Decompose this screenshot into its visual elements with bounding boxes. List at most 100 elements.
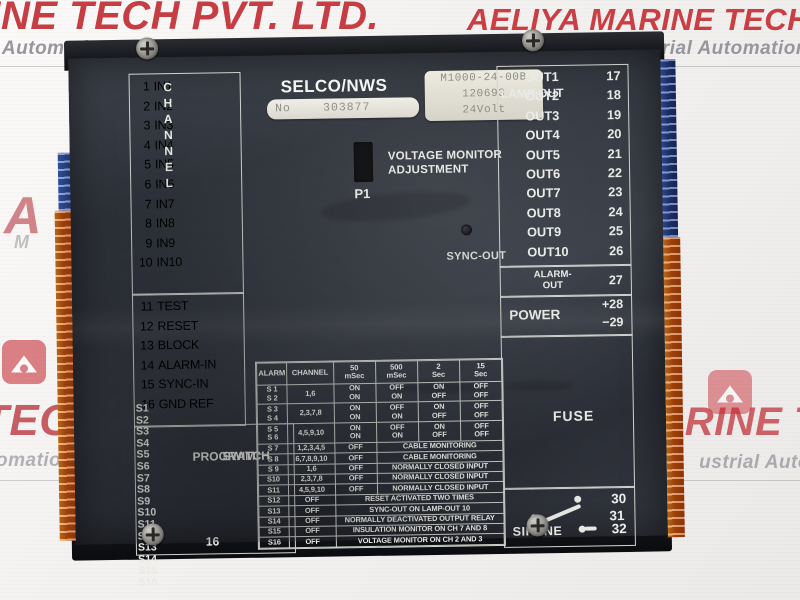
- fuse-label: FUSE: [552, 407, 595, 425]
- output-label: OUT9: [526, 224, 562, 240]
- terminal-label: RESET: [157, 318, 199, 333]
- output-label: OUT10: [527, 243, 569, 260]
- power-positive-terminal: +28: [601, 296, 624, 312]
- row-state: OFF: [288, 505, 336, 517]
- output-terminal: 17: [606, 68, 621, 84]
- terminal-number: 14: [140, 358, 155, 373]
- row-channels: 1,2,3,4,5: [287, 442, 335, 454]
- sync-out-label: SYNC-OUT: [446, 249, 507, 263]
- terminal-label: TEST: [157, 298, 189, 314]
- row-switch: S14: [258, 516, 290, 528]
- terminal-label: IN7: [155, 196, 175, 211]
- relay-stub-icon: [584, 526, 597, 531]
- watermark-top-right-sub: ustrial Automation: [631, 38, 800, 59]
- terminal-number: 7: [144, 196, 152, 212]
- state-b: OFF: [432, 430, 447, 440]
- fuse-panel: FUSE: [500, 333, 636, 490]
- output-terminal: 24: [608, 203, 623, 220]
- header-50msec: 50 mSec: [333, 361, 376, 384]
- output-label: OUT7: [526, 185, 561, 201]
- terminal-number: 8: [144, 216, 152, 231]
- company-logo-icon: [708, 370, 752, 414]
- alarm-out-line-2: OUT: [542, 279, 564, 292]
- row-state: OFF: [334, 452, 377, 464]
- row-switch: S10: [258, 474, 289, 486]
- output-terminal: 23: [608, 184, 623, 200]
- state-b: OFF: [473, 390, 489, 400]
- output-row: OUT7 23: [526, 182, 626, 203]
- sync-out-hole-icon: [460, 224, 473, 236]
- terminal-number: 11: [140, 299, 154, 314]
- alarm-out-label: ALARM- OUT: [523, 269, 583, 292]
- surface-scuff: [319, 187, 472, 226]
- state-b: ON: [349, 431, 361, 441]
- output-label: OUT5: [525, 146, 561, 163]
- output-terminal: 18: [606, 87, 621, 103]
- row-switches: S 5 S 6: [257, 423, 288, 445]
- power-label: POWER: [509, 306, 561, 323]
- row-state: OFF: [289, 515, 336, 527]
- row-switch: S11: [258, 485, 289, 497]
- terminal-number: 3: [143, 118, 151, 133]
- state-b: OFF: [474, 429, 489, 439]
- alarm-out-panel: ALARM- OUT 27: [499, 263, 633, 298]
- switch-b: S 2: [266, 393, 278, 403]
- row-switches: S 1 S 2: [256, 384, 288, 405]
- row-switch: S13: [258, 505, 290, 517]
- output-terminal: 26: [608, 242, 624, 258]
- header-channel: CHANNEL: [286, 362, 334, 385]
- sirene-terminal-30: 30: [611, 490, 627, 507]
- trimmer-p1-slot[interactable]: [353, 141, 374, 183]
- relay-contact-dot-icon: [574, 495, 582, 503]
- row-channels: 4,5,9,10: [287, 423, 335, 444]
- sirene-panel: SIRENE 30 31 32: [503, 485, 636, 548]
- switch-label: S6: [136, 460, 150, 473]
- state-b: ON: [349, 411, 361, 421]
- output-label: OUT8: [526, 204, 561, 221]
- row-state: OFF: [334, 442, 377, 454]
- output-row: OUT5 21: [526, 144, 626, 165]
- terminal-number: 9: [145, 236, 153, 251]
- header-50msec-unit: mSec: [344, 371, 365, 381]
- terminal-number: 15: [140, 377, 155, 392]
- header-15sec-unit: Sec: [473, 369, 488, 379]
- state-b: ON: [391, 430, 403, 441]
- output-terminal: 25: [608, 223, 624, 239]
- switch-b: S 6: [267, 432, 279, 442]
- output-label: OUT2: [524, 88, 560, 104]
- row-channels: 1,6: [287, 383, 334, 405]
- row-state: OFF: [289, 536, 337, 548]
- serial-number-prefix: No: [274, 102, 291, 116]
- terminal-label: ALARM-IN: [157, 357, 217, 373]
- row-switch: S 8: [257, 453, 289, 465]
- header-2sec: 2 Sec: [417, 360, 460, 383]
- serial-number-value: 303877: [322, 100, 371, 115]
- row-state: OFF: [289, 526, 336, 538]
- watermark-top-right: AELIYA MARINE TECH: [466, 2, 800, 37]
- power-panel: POWER +28 −29: [500, 293, 633, 338]
- terminal-label: BLOCK: [157, 337, 200, 353]
- faceplate: SELCO/NWS No 303877 M1000-24-00B 120693 …: [68, 49, 668, 589]
- output-terminal: 21: [607, 145, 622, 161]
- adjustment-line-2: ADJUSTMENT: [387, 163, 469, 177]
- terminal-label: IN9: [156, 235, 176, 251]
- watermark-top-left: RINE TECH PVT. LTD.: [0, 0, 380, 38]
- watermark-mid-left-sub: M: [14, 232, 30, 252]
- output-row: OUT10 26: [527, 241, 627, 262]
- terminal-label: IN10: [156, 255, 183, 270]
